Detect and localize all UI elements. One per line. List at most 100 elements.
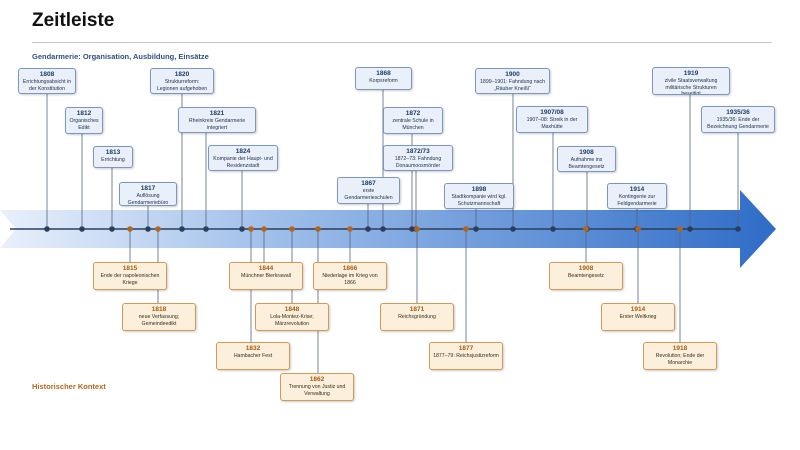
event-description: Lola-Montez-Krise; Märzrevolution xyxy=(270,314,314,327)
event-year: 1898 xyxy=(471,186,487,193)
timeline-markers xyxy=(44,226,741,232)
event-year: 1914 xyxy=(629,186,645,193)
event-description: Ende der napoleonischen Kriege xyxy=(100,273,160,286)
event-description: 1872–73: Fahndung Donaumoosmörder xyxy=(394,156,442,169)
top-event-marker xyxy=(550,226,556,232)
top-section-label: Gendarmerie: Organisation, Ausbildung, E… xyxy=(32,52,209,61)
event-description: zivile Staatsverwaltung militärische Str… xyxy=(664,78,718,95)
bottom-event-marker xyxy=(289,226,295,232)
title-divider xyxy=(32,42,772,43)
event-description: Errichtung xyxy=(101,157,125,164)
event-description: Errichtungsabsicht in der Konstitution xyxy=(22,79,72,92)
event-description: Trennung von Justiz und Verwaltung xyxy=(288,384,346,397)
event-year: 1862 xyxy=(309,376,325,383)
event-year: 1813 xyxy=(105,149,121,156)
event-description: Erster Weltkrieg xyxy=(619,314,657,321)
event-year: 1914 xyxy=(630,306,646,313)
event-year: 1848 xyxy=(284,306,300,313)
event-description: 1899–1901: Fahndung nach „Räuber Kneißl“ xyxy=(480,79,545,92)
event-year: 1908 xyxy=(578,265,594,272)
top-event-marker xyxy=(365,226,371,232)
event-year: 1919 xyxy=(683,70,699,77)
event-year: 1907/08 xyxy=(540,109,564,116)
event-description: zentrale Schule in München xyxy=(392,118,434,131)
event-year: 1866 xyxy=(342,265,358,272)
top-event-marker xyxy=(409,226,415,232)
top-event-marker xyxy=(109,226,115,232)
event-year: 1844 xyxy=(258,265,274,272)
event-description: Aufnahme ins Beamtengesetz xyxy=(568,157,605,170)
event-description: Kompanie der Haupt- und Residenzstadt xyxy=(213,156,273,169)
top-event-marker xyxy=(203,226,209,232)
event-year: 1908 xyxy=(579,149,594,156)
event-description: neue Verfassung; Gemeindeedikt xyxy=(138,314,180,327)
event-year: 1821 xyxy=(209,110,225,117)
event-description: Rheinkreis Gendarmerie integriert xyxy=(188,118,246,131)
top-event-marker xyxy=(44,226,50,232)
event-year: 1832 xyxy=(245,345,261,352)
event-year: 1815 xyxy=(122,265,138,272)
event-description: Auflösung Gendarmeriebüro xyxy=(127,193,169,206)
event-description: Beamtengesetz xyxy=(567,273,605,280)
bottom-event-marker xyxy=(635,226,641,232)
event-description: Niederlage im Krieg von 1866 xyxy=(322,273,378,286)
event-year: 1824 xyxy=(235,148,251,155)
bottom-event-marker xyxy=(347,226,353,232)
bottom-event-marker xyxy=(261,226,267,232)
event-year: 1820 xyxy=(174,71,190,78)
top-event-marker xyxy=(79,226,85,232)
event-year: 1867 xyxy=(361,180,376,187)
event-year: 1877 xyxy=(458,345,474,352)
bottom-event-marker xyxy=(414,226,420,232)
top-event-marker xyxy=(145,226,151,232)
top-event-marker xyxy=(510,226,516,232)
event-description: Hambacher Fest xyxy=(233,353,273,360)
event-description: 1935/36: Ende der Bezeichnung Gendarmeri… xyxy=(707,117,769,130)
event-year: 1868 xyxy=(376,70,391,77)
event-description: 1907–08: Streik in der Maxhütte xyxy=(526,117,578,130)
event-year: 1808 xyxy=(39,71,55,78)
top-event-marker xyxy=(239,226,245,232)
event-description: Strukturreform: Legionen aufgehoben xyxy=(156,79,208,92)
top-event-marker xyxy=(687,226,693,232)
bottom-event-marker xyxy=(248,226,254,232)
bottom-section-label: Historischer Kontext xyxy=(32,382,106,391)
bottom-event-marker xyxy=(583,226,589,232)
bottom-event-marker xyxy=(463,226,469,232)
event-year: 1918 xyxy=(672,345,688,352)
event-description: Revolution; Ende der Monarchie xyxy=(655,353,705,366)
page-title: Zeitleiste xyxy=(32,10,115,31)
top-event-marker xyxy=(380,226,386,232)
event-year: 1900 xyxy=(505,71,520,78)
top-event-marker xyxy=(179,226,185,232)
event-year: 1812 xyxy=(76,110,92,117)
event-description: Reichsgründung xyxy=(398,314,436,321)
event-year: 1872/73 xyxy=(406,148,430,155)
event-description: erste Gendarmerieschulen xyxy=(344,188,393,201)
event-description: 1877–79: Reichsjustizreform xyxy=(433,353,499,360)
